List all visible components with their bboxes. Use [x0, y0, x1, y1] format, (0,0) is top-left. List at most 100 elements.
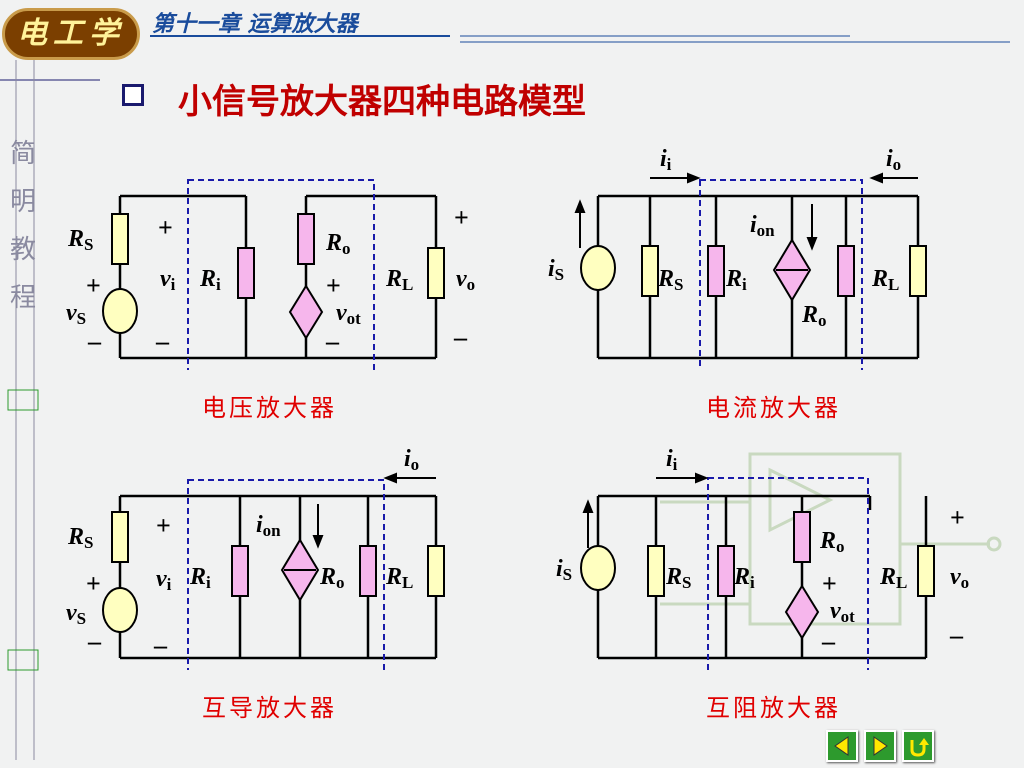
- current-source-is: [580, 545, 616, 591]
- prev-arrow-icon: [834, 736, 849, 756]
- sidebar-char: 简: [9, 139, 36, 169]
- left-decoration: [0, 60, 100, 760]
- dashed-box: [187, 179, 375, 370]
- resistor-rl: [917, 545, 935, 597]
- current-source-is: [580, 245, 616, 291]
- svg-text:iS: iS: [548, 256, 564, 284]
- resistor-rl: [427, 247, 445, 299]
- resistor-rs: [111, 511, 129, 563]
- transconductance-amplifier-circuit: io ion RS + vi – + vS – Ri Ro RL: [66, 446, 445, 670]
- voltage-source-vs: [102, 288, 138, 334]
- svg-text:–: –: [87, 627, 102, 656]
- svg-text:+: +: [822, 569, 837, 598]
- resistor-rl: [427, 545, 445, 597]
- dashed-box: [707, 477, 869, 670]
- svg-text:RL: RL: [385, 564, 413, 592]
- svg-text:+: +: [950, 503, 965, 532]
- svg-text:RL: RL: [871, 266, 899, 294]
- logo-text: 电工学: [17, 16, 125, 51]
- resistor-rl: [909, 245, 927, 297]
- svg-text:Ro: Ro: [325, 230, 351, 258]
- svg-text:ii: ii: [660, 146, 672, 174]
- svg-text:vot: vot: [830, 598, 855, 626]
- svg-text:vo: vo: [950, 564, 969, 592]
- current-amplifier-circuit: iS ii io ion RS Ri Ro RL: [548, 146, 927, 370]
- svg-text:Ro: Ro: [801, 302, 827, 330]
- svg-text:RS: RS: [67, 524, 93, 552]
- svg-text:–: –: [325, 327, 340, 356]
- voltage-source-vs: [102, 587, 138, 633]
- svg-text:RL: RL: [879, 564, 907, 592]
- dependent-voltage-source: [288, 284, 324, 340]
- svg-text:vi: vi: [160, 266, 176, 294]
- svg-text:Ri: Ri: [189, 564, 211, 592]
- resistor-rs: [647, 545, 665, 597]
- next-arrow-icon: [873, 736, 888, 756]
- sidebar-char: 教: [9, 235, 36, 265]
- resistor-ri: [717, 545, 735, 597]
- svg-text:–: –: [821, 627, 836, 656]
- resistor-ro: [297, 213, 315, 265]
- svg-text:Ro: Ro: [319, 564, 345, 592]
- resistor-ri: [231, 545, 249, 597]
- slide-title: 小信号放大器四种电路模型: [178, 82, 586, 122]
- svg-text:–: –: [153, 631, 168, 660]
- svg-text:Ri: Ri: [199, 266, 221, 294]
- resistor-ro: [837, 245, 855, 297]
- bullet-square: [122, 84, 144, 106]
- chapter-title: 第十一章 运算放大器: [152, 11, 358, 37]
- resistor-ro: [793, 511, 811, 563]
- svg-text:ion: ion: [256, 512, 281, 540]
- svg-text:+: +: [156, 511, 171, 540]
- svg-text:RL: RL: [385, 266, 413, 294]
- resistor-rs: [111, 213, 129, 265]
- dependent-voltage-source: [784, 584, 820, 640]
- svg-text:iS: iS: [556, 556, 572, 584]
- caption-current-amplifier: 电流放大器: [706, 394, 841, 422]
- svg-text:vi: vi: [156, 566, 172, 594]
- next-button[interactable]: [864, 730, 896, 762]
- caption-transconductance-amplifier: 互导放大器: [202, 694, 337, 722]
- svg-text:+: +: [454, 203, 469, 232]
- svg-text:RS: RS: [657, 266, 683, 294]
- transresistance-amplifier-circuit: iS ii RS Ri Ro + vot – RL + vo –: [556, 446, 1002, 670]
- svg-text:ii: ii: [666, 446, 678, 474]
- voltage-amplifier-circuit: RS + vi – + vS – Ri Ro + vot – RL + vo –: [66, 179, 475, 370]
- return-button[interactable]: [902, 730, 934, 762]
- prev-button[interactable]: [826, 730, 858, 762]
- svg-text:vo: vo: [456, 266, 475, 294]
- svg-text:–: –: [453, 323, 468, 352]
- svg-text:vS: vS: [66, 600, 86, 628]
- sidebar-char: 明: [9, 187, 36, 217]
- dashed-box: [187, 479, 385, 670]
- svg-text:vot: vot: [336, 300, 361, 328]
- svg-text:Ri: Ri: [725, 266, 747, 294]
- sidebar-vertical-text: 简 明 教 程: [6, 130, 40, 322]
- logo: 电工学: [2, 8, 140, 60]
- svg-text:Ro: Ro: [819, 528, 845, 556]
- caption-voltage-amplifier: 电压放大器: [202, 394, 337, 422]
- header-lines: [150, 35, 1010, 43]
- resistor-ro: [359, 545, 377, 597]
- opamp-watermark: [660, 452, 1002, 626]
- svg-text:+: +: [86, 271, 101, 300]
- svg-text:vS: vS: [66, 300, 86, 328]
- svg-text:+: +: [86, 569, 101, 598]
- svg-text:io: io: [886, 146, 901, 174]
- dashed-box: [699, 179, 863, 370]
- svg-text:–: –: [949, 621, 964, 650]
- svg-text:+: +: [326, 271, 341, 300]
- return-icon: [910, 738, 929, 757]
- svg-text:–: –: [155, 327, 170, 356]
- svg-text:io: io: [404, 446, 419, 474]
- resistor-ri: [707, 245, 725, 297]
- svg-text:RS: RS: [665, 564, 691, 592]
- svg-text:Ri: Ri: [733, 564, 755, 592]
- svg-text:+: +: [158, 213, 173, 242]
- caption-transresistance-amplifier: 互阻放大器: [706, 694, 841, 722]
- svg-text:–: –: [87, 327, 102, 356]
- svg-text:ion: ion: [750, 212, 775, 240]
- resistor-rs: [641, 245, 659, 297]
- sidebar-char: 程: [9, 283, 36, 313]
- resistor-ri: [237, 247, 255, 299]
